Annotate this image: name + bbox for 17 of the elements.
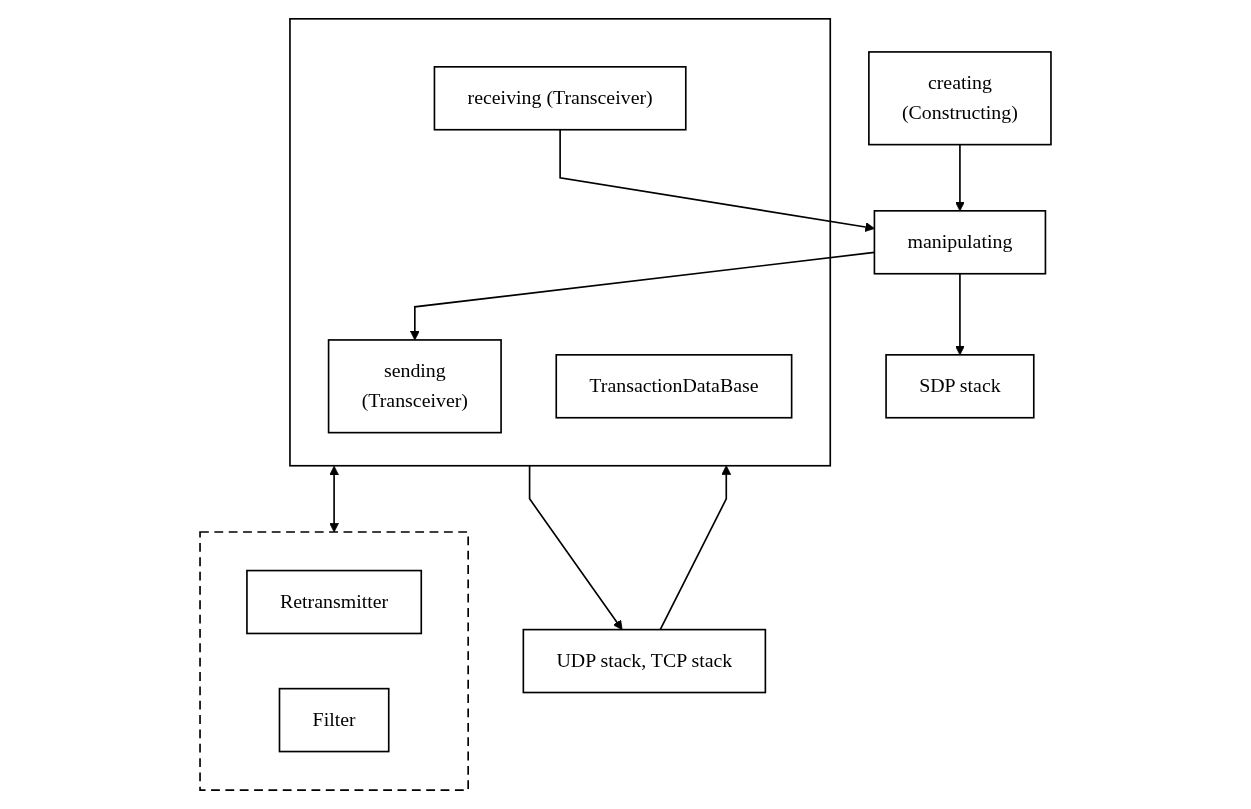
arrow [955,143,965,212]
node-box: Filter [278,687,390,753]
arrow [559,128,875,232]
node-box: creating (Constructing) [868,51,1052,146]
cluster [199,531,469,791]
arrow [528,464,623,631]
node-box: receiving (Transceiver) [433,66,687,131]
node-box: SDP stack [885,354,1035,419]
node-box: sending (Transceiver) [327,339,502,434]
arrow [955,272,965,356]
arrow [659,465,732,631]
cluster [289,18,832,467]
node-box: UDP stack, TCP stack [522,628,767,694]
node-box: TransactionDataBase [555,354,793,419]
node-box: manipulating [873,210,1047,275]
arrow [329,465,339,533]
node-box: Retransmitter [246,569,423,635]
